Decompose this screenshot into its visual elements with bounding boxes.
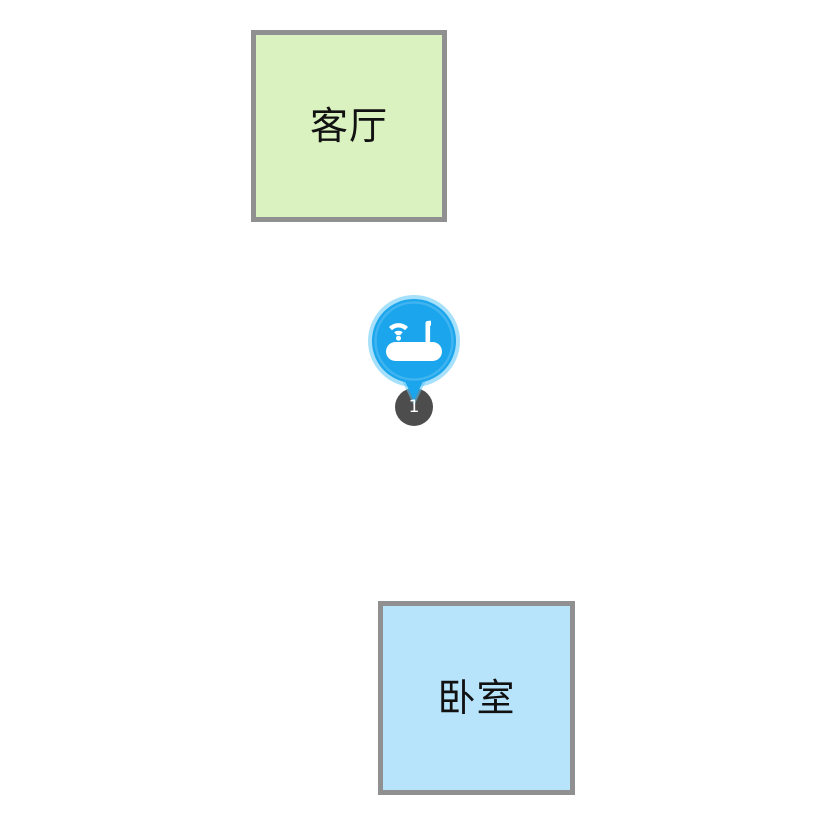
room-living-room[interactable]: 客厅 — [251, 30, 447, 222]
router-pin-marker[interactable]: 1 — [368, 294, 460, 430]
room-living-room-label: 客厅 — [309, 104, 388, 148]
router-glyph — [386, 320, 442, 361]
room-bedroom-label: 卧室 — [437, 676, 516, 720]
room-bedroom[interactable]: 卧室 — [378, 601, 575, 795]
device-count-badge-circle — [395, 388, 433, 426]
router-pin-graphic — [368, 295, 460, 426]
